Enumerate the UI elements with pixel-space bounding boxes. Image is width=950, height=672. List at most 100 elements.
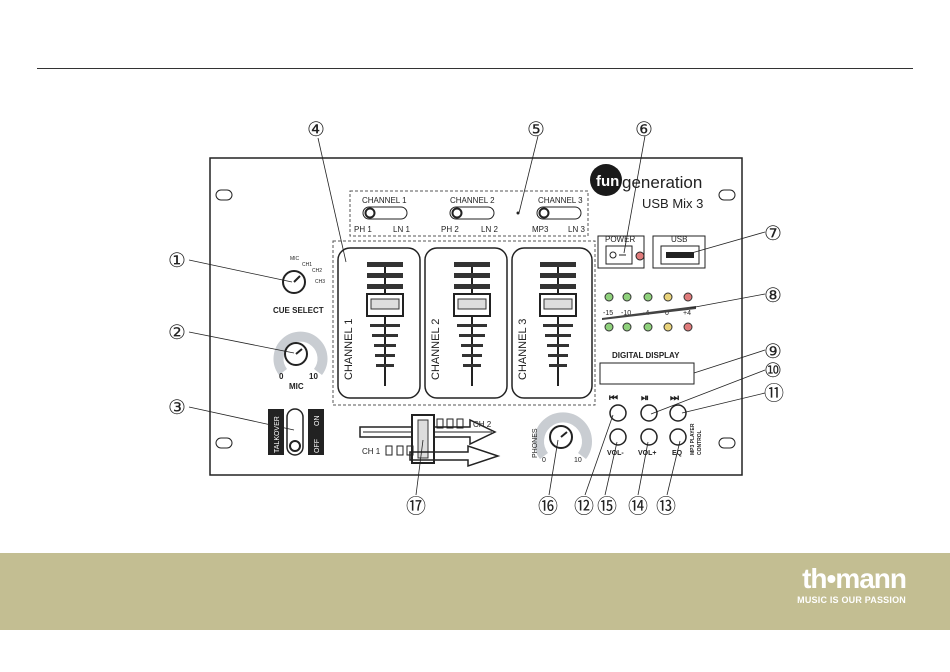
mic-arc [273, 331, 328, 376]
power-label: POWER [605, 235, 635, 244]
player-control-label: MP3 PLAYER [690, 423, 696, 455]
leader-lines [188, 135, 766, 496]
svg-text:10: 10 [574, 457, 582, 464]
selector-title: CHANNEL 3 [538, 196, 583, 205]
callout-1: ① [168, 250, 186, 272]
player-vol-minus-button[interactable]: VOL- [607, 428, 627, 457]
channel-strip-1: CHANNEL 1 [337, 247, 421, 399]
svg-text:0: 0 [542, 457, 546, 464]
brand-logo-circle [590, 164, 622, 196]
thomann-tagline: MUSIC IS OUR PASSION [797, 595, 906, 605]
svg-text:OFF: OFF [314, 439, 321, 453]
crossfader-left-label: CH 1 [362, 447, 381, 456]
cue-select-knob[interactable] [282, 270, 306, 294]
selector-ch2[interactable]: CHANNEL 2 PH 2 LN 2 [441, 196, 498, 234]
callouts: ① ② ③ ④ ⑤ ⑥ ⑦ ⑧ ⑨ ⑩ ⑪ ⑫ ⑬ ⑭ ⑮ ⑯ ⑰ [168, 119, 784, 518]
maker-suffix: generation [622, 173, 702, 192]
svg-text:⏭: ⏭ [670, 393, 679, 404]
svg-text:-10: -10 [621, 310, 631, 317]
svg-text:ON: ON [314, 416, 321, 427]
callout-4: ④ [307, 119, 325, 141]
callout-12: ⑫ [574, 495, 594, 518]
callout-16: ⑯ [538, 495, 558, 518]
model-name: USB Mix 3 [642, 196, 703, 211]
svg-text:-15: -15 [603, 310, 613, 317]
digital-display-label: DIGITAL DISPLAY [612, 351, 680, 360]
callout-11: ⑪ [764, 382, 784, 405]
player-play-pause-button[interactable]: ⏯ [640, 393, 658, 422]
callout-8: ⑧ [764, 285, 782, 307]
selector-title: CHANNEL 2 [450, 196, 495, 205]
selector-right: LN 2 [481, 225, 498, 234]
selector-left: PH 1 [354, 225, 372, 234]
footer-band [0, 553, 950, 630]
svg-text:⏯: ⏯ [641, 393, 649, 404]
channel-fader[interactable] [453, 262, 491, 386]
thomann-brand: th•mann MUSIC IS OUR PASSION [797, 564, 907, 606]
callout-10: ⑩ [764, 360, 782, 382]
phones-arc [534, 412, 592, 460]
power-box [597, 235, 645, 269]
channel-label: CHANNEL 2 [430, 319, 442, 380]
maker-prefix: fun [596, 173, 619, 190]
selector-group [349, 190, 589, 237]
channel-label: CHANNEL 3 [517, 319, 529, 380]
svg-text:CH2: CH2 [312, 268, 322, 274]
callout-3: ③ [168, 397, 186, 419]
channel-fader[interactable] [366, 262, 404, 386]
talkover-switch[interactable]: TALKOVER OFF ON [268, 408, 324, 456]
channel-strip-3: CHANNEL 3 [511, 247, 593, 399]
callout-9: ⑨ [764, 341, 782, 363]
svg-text:TALKOVER: TALKOVER [274, 416, 281, 453]
callout-14: ⑭ [628, 495, 648, 518]
level-meter: -15 -10 -4 0 +4 [602, 292, 696, 332]
svg-text:⏮: ⏮ [609, 393, 618, 404]
player-prev-button[interactable]: ⏮ [609, 393, 627, 422]
phones-knob[interactable] [549, 425, 573, 449]
callout-13: ⑬ [656, 495, 676, 518]
rack-slot [718, 189, 736, 201]
selector-title: CHANNEL 1 [362, 196, 407, 205]
header-rule [37, 68, 913, 69]
player-control-label: CONTROL [697, 430, 703, 455]
callout-6: ⑥ [635, 119, 653, 141]
svg-text:CH1: CH1 [302, 262, 312, 268]
rack-slot [215, 189, 233, 201]
player-vol-plus-button[interactable]: VOL+ [638, 428, 658, 457]
svg-text:0: 0 [665, 310, 669, 317]
rack-slot [718, 437, 736, 449]
usb-box [652, 235, 706, 269]
rack-slot [215, 437, 233, 449]
callout-5: ⑤ [527, 119, 545, 141]
channel-fader[interactable] [539, 262, 577, 386]
svg-text:+4: +4 [683, 310, 691, 317]
svg-text:CH3: CH3 [315, 279, 325, 285]
usb-label: USB [671, 235, 687, 244]
crossfader[interactable] [359, 414, 501, 468]
power-led [635, 251, 645, 261]
mic-label: MIC [289, 382, 304, 391]
channel-label: CHANNEL 1 [343, 319, 355, 380]
mic-knob[interactable] [284, 342, 308, 366]
selector-right: LN 1 [393, 225, 410, 234]
fader-group [332, 240, 596, 406]
selector-left: PH 2 [441, 225, 459, 234]
svg-text:VOL-: VOL- [607, 450, 624, 457]
cue-select-label: CUE SELECT [273, 306, 324, 315]
svg-text:MIC: MIC [290, 256, 300, 262]
selector-ch3[interactable]: CHANNEL 3 MP3 LN 3 [532, 196, 585, 234]
svg-text:0: 0 [279, 372, 284, 381]
selector-ch1[interactable]: CHANNEL 1 PH 1 LN 1 [354, 196, 410, 234]
phones-label: PHONES [532, 428, 539, 458]
player-next-button[interactable]: ⏭ [669, 393, 687, 422]
crossfader-right-label: CH 2 [473, 420, 492, 429]
selector-right: LN 3 [568, 225, 585, 234]
digital-display [599, 362, 695, 385]
callout-7: ⑦ [764, 223, 782, 245]
callout-15: ⑮ [597, 495, 617, 518]
callout-17: ⑰ [406, 495, 426, 518]
selector-left: MP3 [532, 225, 549, 234]
channel-strip-2: CHANNEL 2 [424, 247, 508, 399]
svg-text:10: 10 [309, 372, 318, 381]
